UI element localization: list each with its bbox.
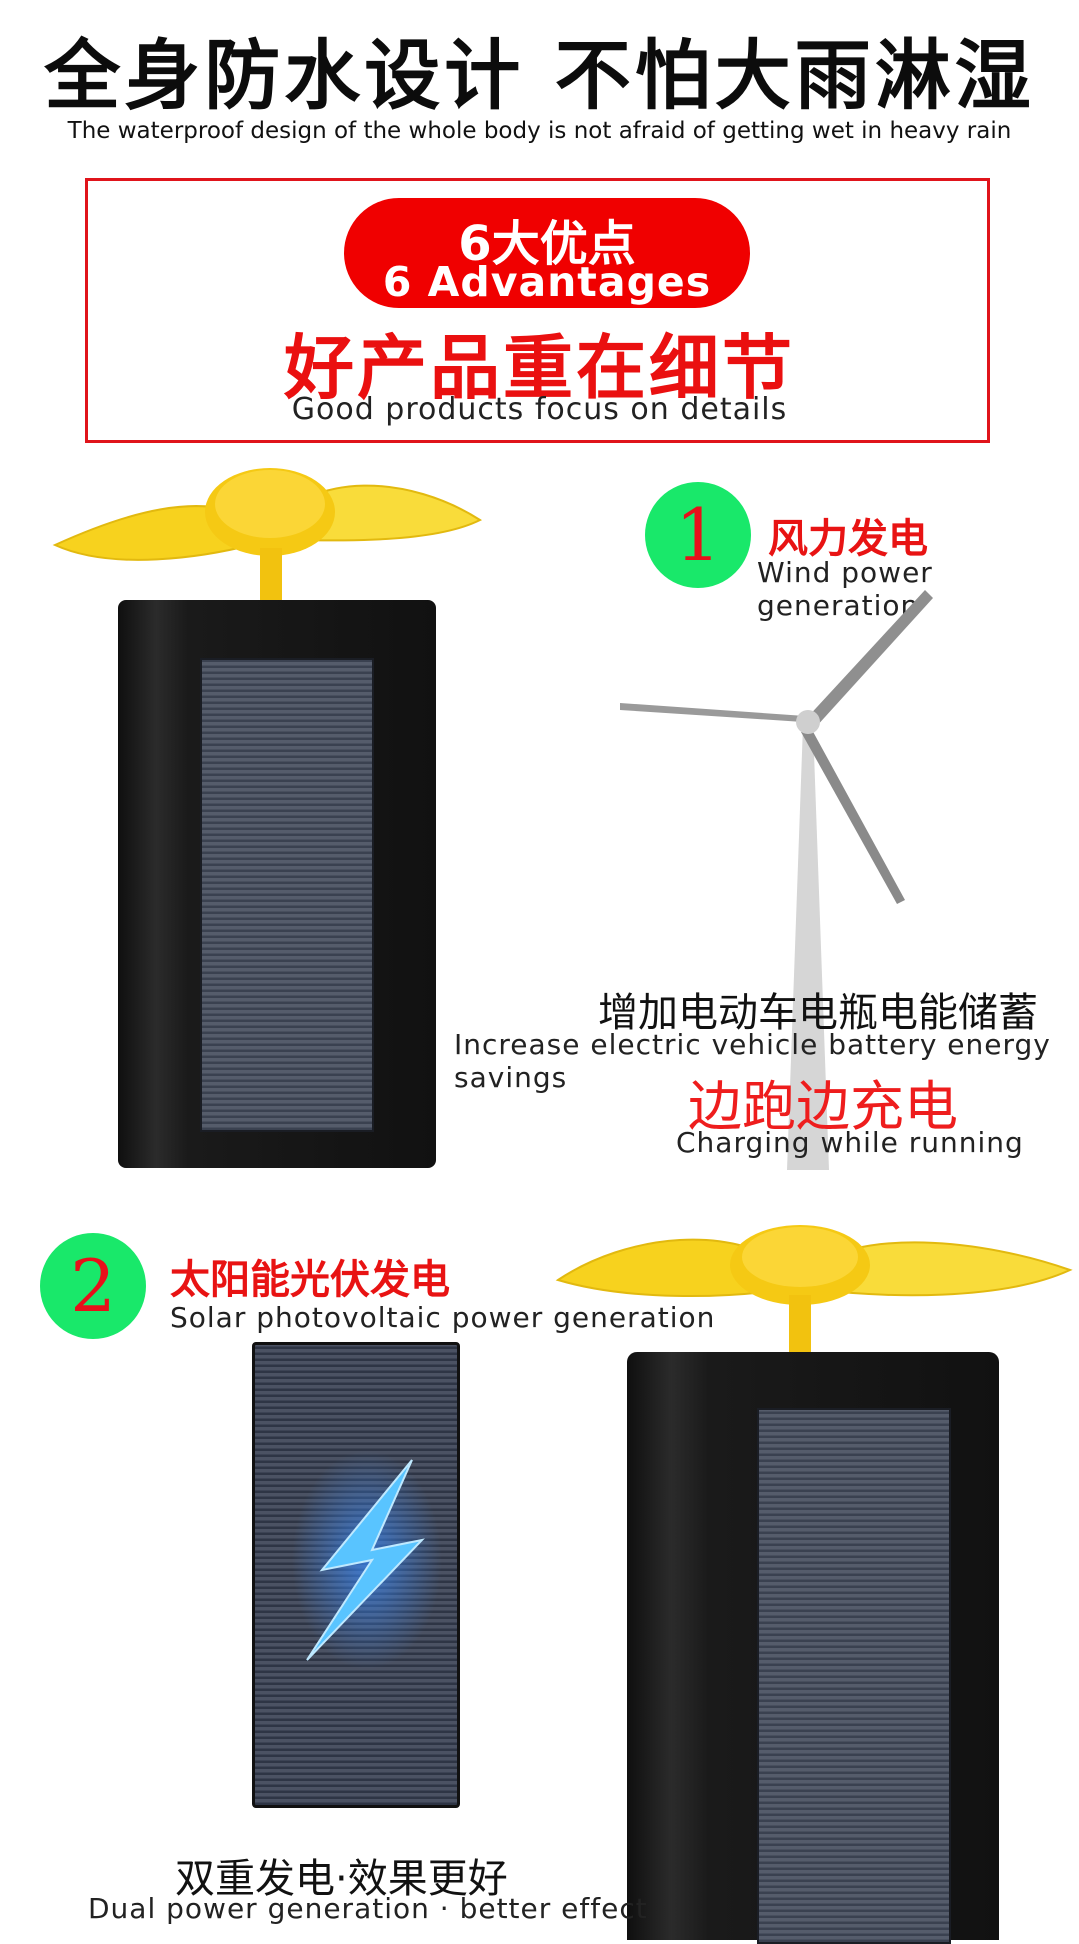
feature-2-subtitle: Solar photovoltaic power generation [170,1301,716,1334]
fan-icon-2 [555,1225,1073,1380]
feature-1-line1-en: Increase electric vehicle battery energy… [454,1028,1051,1094]
wind-turbine-icon [620,590,933,1170]
advantages-box [85,178,990,443]
feature-1-line1-cn: 增加电动车电瓶电能储蓄 [598,990,1038,1036]
generator-device-2 [627,1352,999,1944]
feature-2-line-cn: 双重发电·效果更好 [175,1856,508,1902]
feature-2-title: 太阳能光伏发电 [170,1257,450,1303]
feature-2-badge: 2 [40,1233,146,1339]
feature-1-line2-en: Charging while running [676,1126,1024,1159]
feature-2-line-en: Dual power generation · better effect [88,1892,648,1925]
feature-1-line2-cn: 边跑边充电 [688,1075,958,1138]
page-subtitle: The waterproof design of the whole body … [67,118,1012,144]
feature-1-title: 风力发电 [768,516,928,562]
advantages-pill: 6大优点 6 Advantages [344,198,750,308]
advantages-subtitle: Good products focus on details [291,392,788,427]
fan-icon [52,468,483,620]
lightning-icon [292,1450,442,1670]
generator-device-1 [118,600,436,1168]
pill-cn-label: 6大优点 [458,216,636,272]
page-title: 全身防水设计 不怕大雨淋湿 [44,31,1035,120]
solar-panel-2 [757,1408,951,1944]
feature-1-badge: 1 [645,482,751,588]
pill-en-label: 6 Advantages [382,258,712,306]
solar-panel [200,658,374,1132]
feature-1-subtitle: Wind power generation [757,556,933,622]
advantages-title: 好产品重在细节 [284,327,795,409]
